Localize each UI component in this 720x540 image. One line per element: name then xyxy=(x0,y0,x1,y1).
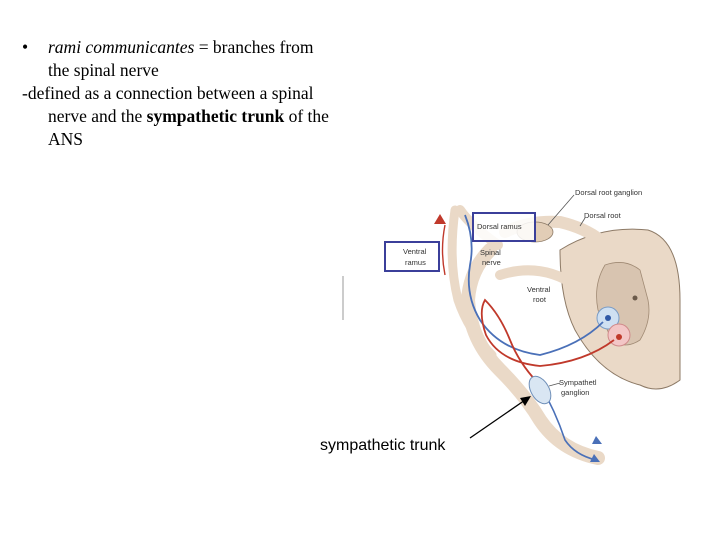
label-spinal-nerve-line1: Spinal xyxy=(480,248,501,257)
arrowhead-down-blue-2 xyxy=(592,436,602,444)
slide-text: • rami communicantes = branches from the… xyxy=(22,36,382,151)
label-sympathetic-ganglion-line2: ganglion xyxy=(561,388,589,397)
label-dorsal-root-ganglion: Dorsal root ganglion xyxy=(575,188,642,197)
definition-bold-term: sympathetic trunk xyxy=(146,106,285,126)
definition-text: nerve and the xyxy=(48,106,147,126)
central-canal xyxy=(632,295,638,301)
definition-text-end: of the xyxy=(284,106,329,126)
label-spinal-nerve-line2: nerve xyxy=(482,258,501,267)
definition-line-3: ANS xyxy=(48,129,84,149)
dorsal-root-leader xyxy=(579,217,586,227)
arrowhead-down-blue xyxy=(590,454,600,462)
label-dorsal-ramus: Dorsal ramus xyxy=(477,222,522,231)
caption-pointer-arrowhead xyxy=(520,396,531,406)
definition-line-1: -defined as a connection between a spina… xyxy=(22,83,314,103)
label-ventral-ramus-line2: ramus xyxy=(405,258,426,267)
ventral-root xyxy=(495,265,580,290)
term-rami-communicantes: rami communicantes xyxy=(48,37,195,57)
label-ventral-ramus-line1: Ventral xyxy=(403,247,427,256)
term-definition: = branches from xyxy=(194,37,314,57)
label-ventral-root-line1: Ventral xyxy=(527,285,551,294)
bullet-item: • rami communicantes = branches from xyxy=(22,36,382,59)
bullet-continuation: the spinal nerve xyxy=(48,60,159,80)
dorsal-ramus-box xyxy=(472,212,536,242)
preganglionic-fibre xyxy=(480,298,615,386)
caption-sympathetic-trunk: sympathetic trunk xyxy=(320,437,446,454)
definition-line-2: nerve and the sympathetic trunk of the xyxy=(22,105,382,128)
autonomic-neuron-dot xyxy=(616,334,622,340)
ventral-ramus-fibre xyxy=(441,224,446,276)
dorsal-root-ganglion-leader xyxy=(547,194,575,226)
sympathetic-ganglion xyxy=(528,375,552,405)
label-ventral-root-line2: root xyxy=(533,295,547,304)
bullet-marker: • xyxy=(22,37,29,57)
label-dorsal-root: Dorsal root xyxy=(584,211,622,220)
caption-pointer-line xyxy=(469,397,529,439)
sympathetic-ganglion-leader xyxy=(548,382,561,387)
label-sympathetic-ganglion-line1: Sympathetl xyxy=(559,378,597,387)
ventral-ramus-box xyxy=(384,241,440,272)
arrowhead-up-red xyxy=(434,214,446,224)
ventral-ramus-branch xyxy=(447,205,497,360)
motor-fibre xyxy=(464,214,604,356)
motor-neuron-dot xyxy=(605,315,611,321)
